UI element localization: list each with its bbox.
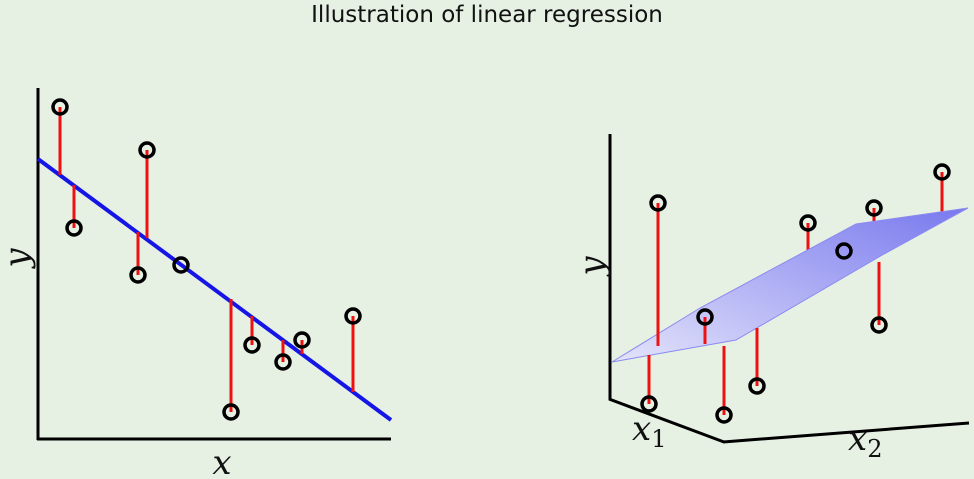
right-data-points <box>640 163 951 424</box>
right-residuals-front <box>647 203 881 415</box>
right-x2-axis <box>722 421 970 444</box>
data-point <box>293 331 311 349</box>
data-point <box>172 256 190 274</box>
left-y-label: y <box>0 248 37 270</box>
data-point <box>344 307 362 325</box>
right-x1-axis <box>608 397 725 444</box>
data-point <box>799 214 817 232</box>
x2-label-subscript: 2 <box>867 435 882 463</box>
x1-label-subscript: 1 <box>651 425 666 453</box>
data-point <box>129 266 147 284</box>
left-x-label: x <box>212 443 231 479</box>
regression-line <box>36 157 393 422</box>
data-point <box>51 98 69 116</box>
left-residuals <box>58 107 355 412</box>
data-point <box>696 308 714 326</box>
data-point <box>222 403 240 421</box>
data-point <box>748 377 766 395</box>
left-data-points <box>51 98 362 421</box>
regression-plane <box>611 207 969 363</box>
data-point <box>640 395 658 413</box>
right-x1-label: x1 <box>632 409 666 453</box>
data-point <box>649 194 667 212</box>
right-plot: y x1 x2 <box>572 134 970 463</box>
x2-label-symbol: x <box>848 419 867 459</box>
data-point <box>65 219 83 237</box>
figure-title: Illustration of linear regression <box>311 2 663 28</box>
data-point <box>715 406 733 424</box>
data-point <box>138 141 156 159</box>
data-point <box>835 242 853 260</box>
right-y-label: y <box>572 256 612 278</box>
data-point <box>870 316 888 334</box>
data-point <box>933 163 951 181</box>
data-point <box>865 199 883 217</box>
data-point <box>243 336 261 354</box>
left-plot: x y <box>0 88 393 479</box>
data-point <box>274 353 292 371</box>
right-x2-label: x2 <box>848 419 882 463</box>
x1-label-symbol: x <box>632 409 651 449</box>
